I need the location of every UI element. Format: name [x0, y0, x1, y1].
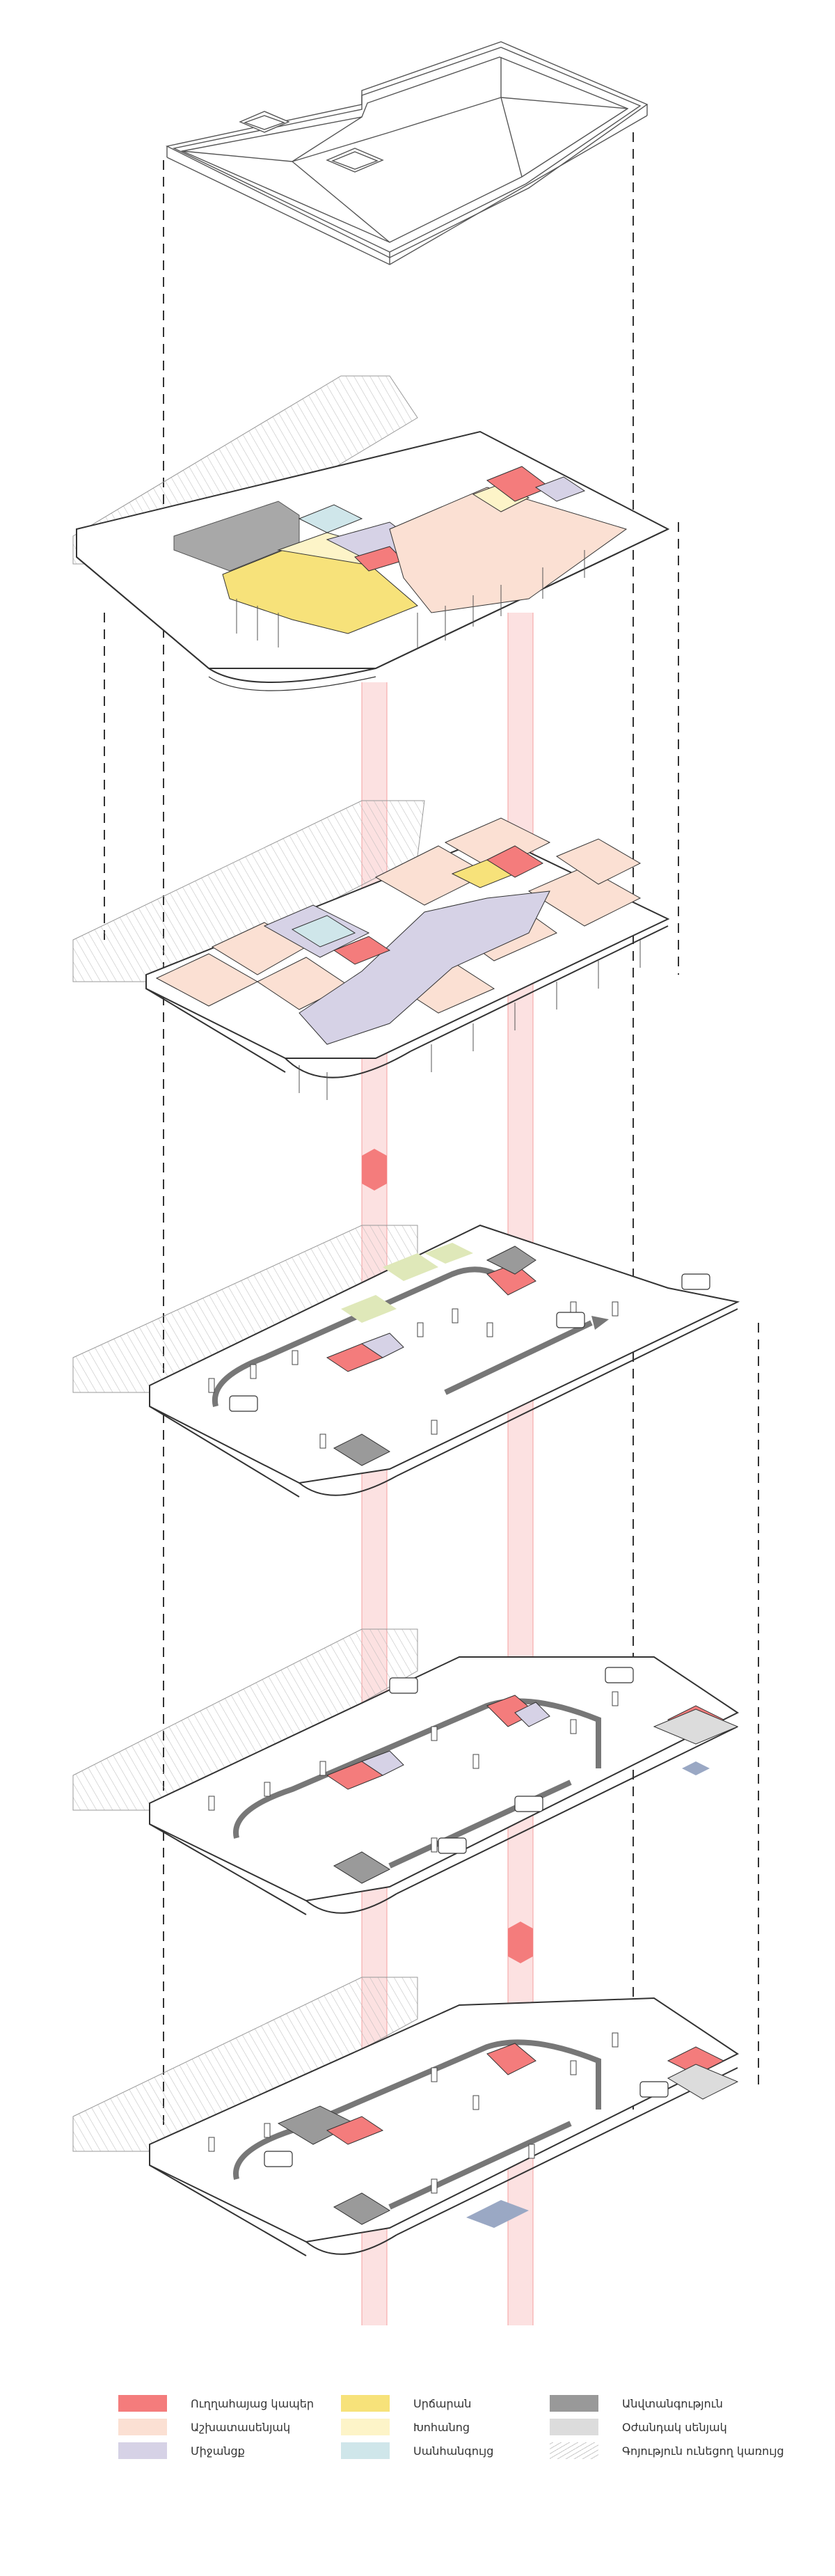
- b2-auxiliary: [667, 2064, 739, 2100]
- slab-gf: [149, 1224, 740, 1484]
- legend-item-kitchen: Խոհանոց: [341, 2419, 470, 2435]
- level-1-layer: [72, 800, 670, 1100]
- gf-security-2: [333, 1434, 391, 1466]
- legend-item-corridor: Միջանցք: [118, 2442, 245, 2459]
- b2-core-2: [486, 2043, 536, 2075]
- legend-item-vertical-core: Ուղղահայաց կապեր: [118, 2395, 314, 2412]
- legend-item-sanitary: Սանհանգույց: [341, 2442, 493, 2459]
- b1-corridor: [360, 1750, 404, 1776]
- roof-layer: [165, 41, 649, 265]
- legend-swatch: [341, 2442, 390, 2459]
- legend-label: Աշխատասենյակ: [191, 2420, 291, 2434]
- gf-green-2: [383, 1253, 438, 1281]
- legend-label: Խոհանոց: [413, 2420, 470, 2434]
- legend-label: Գոյություն ունեցող կառույց: [622, 2444, 784, 2458]
- legend-swatch: [118, 2419, 167, 2435]
- b1-security: [333, 1851, 391, 1884]
- l2-office: [389, 487, 628, 613]
- gf-green-3: [424, 1243, 473, 1264]
- shaft-core-block-1: [362, 1149, 387, 1191]
- legend-swatch: [550, 2419, 598, 2435]
- b1-ramp: [682, 1761, 710, 1775]
- legend-swatch: [118, 2442, 167, 2459]
- gf-green-1: [341, 1295, 397, 1323]
- slab-b2: [149, 1997, 739, 2243]
- legend-item-cafe: Սրճարան: [341, 2395, 471, 2412]
- l1-office-9: [555, 838, 642, 885]
- legend-label: Օժանդակ սենյակ: [622, 2420, 727, 2434]
- b2-cars: [264, 2081, 669, 2167]
- legend-label: Սրճարան: [413, 2396, 472, 2410]
- b2-security-2: [333, 2192, 391, 2225]
- gf-security: [486, 1246, 536, 1275]
- l1-office-6: [527, 866, 642, 927]
- b1-cars: [389, 1667, 634, 1854]
- ground-floor-layer: [72, 1224, 740, 1498]
- legend-item-existing: Գոյություն ունեցող կառույց: [550, 2442, 784, 2459]
- l1-sanitary: [291, 915, 356, 948]
- l1-office-5: [444, 817, 551, 871]
- l2-corridor-2: [534, 476, 586, 502]
- legend-swatch: [550, 2395, 598, 2412]
- existing-structure-hatch-b1: [72, 1628, 418, 1811]
- gf-cars: [229, 1273, 710, 1412]
- roof-skylight-2: [326, 148, 384, 173]
- l2-sanitary: [298, 504, 363, 533]
- b2-driveway: [233, 2039, 601, 2180]
- b2-ramp: [466, 2200, 529, 2228]
- l1-core-2: [486, 845, 544, 878]
- roof-outline: [165, 41, 649, 258]
- legend-label: Անվտանգություն: [622, 2396, 723, 2410]
- b2-core-1: [326, 2116, 384, 2145]
- legend: Ուղղահայաց կապեր Աշխատասենյակ Միջանցք Սր…: [118, 2395, 786, 2465]
- gf-arrow: [591, 1316, 609, 1330]
- legend-swatch: [341, 2419, 390, 2435]
- legend-item-auxiliary: Օժանդակ սենյակ: [550, 2419, 727, 2435]
- legend-swatch: [118, 2395, 167, 2412]
- legend-item-security: Անվտանգություն: [550, 2395, 723, 2412]
- roof-skylight-1: [239, 111, 290, 133]
- b1-auxiliary: [653, 1709, 739, 1745]
- existing-structure-hatch-b2: [72, 1977, 418, 2152]
- basement-1-layer: [72, 1628, 739, 1915]
- shaft-core-block-2: [508, 1922, 533, 1963]
- l1-corridor: [299, 890, 550, 1045]
- basement-2-layer: [72, 1977, 739, 2256]
- level-2-layer: [72, 375, 670, 691]
- l1-core-1: [333, 936, 391, 965]
- legend-swatch: [341, 2395, 390, 2412]
- legend-label: Միջանցք: [191, 2444, 245, 2458]
- b1-corridor-2: [514, 1702, 550, 1727]
- legend-label: Սանհանգույց: [413, 2444, 494, 2458]
- gf-corridor: [360, 1333, 404, 1358]
- legend-swatch-hatch: [550, 2442, 598, 2459]
- legend-item-office: Աշխատասենյակ: [118, 2419, 290, 2435]
- legend-label: Ուղղահայաց կապեր: [191, 2396, 315, 2410]
